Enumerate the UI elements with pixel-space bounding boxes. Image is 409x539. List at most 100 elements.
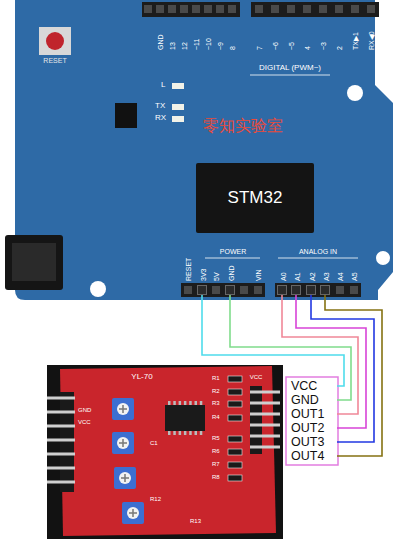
silkscreen-text: R12 xyxy=(150,496,161,502)
silkscreen-text: R2 xyxy=(212,388,220,394)
pin-label: A4 xyxy=(337,272,344,281)
silkscreen-text: R13 xyxy=(190,518,201,524)
pin-label: A1 xyxy=(294,272,301,281)
silkscreen-text: VCC xyxy=(78,419,91,425)
pin-label: ~3 xyxy=(320,42,327,50)
header-pin xyxy=(292,286,300,294)
pin-label: 13 xyxy=(169,42,176,50)
silkscreen-text: R1 xyxy=(212,375,220,381)
pin-label: GND xyxy=(157,34,164,50)
resistor xyxy=(228,389,242,395)
module-pin xyxy=(47,439,75,442)
silkscreen-text: R3 xyxy=(212,400,220,406)
pin-label: ~11 xyxy=(193,39,200,50)
header-pin xyxy=(319,5,327,13)
pin-label: 3V3 xyxy=(200,269,207,281)
small-chip xyxy=(115,103,137,128)
chip-leg xyxy=(173,401,176,405)
wire xyxy=(282,295,358,414)
header-pin xyxy=(156,5,164,13)
header-pin xyxy=(168,5,176,13)
silkscreen-text: VCC xyxy=(250,374,263,380)
header-pin xyxy=(287,5,295,13)
board-outline xyxy=(15,0,393,300)
header-pin xyxy=(321,286,329,294)
header-title: DIGITAL (PWM~) xyxy=(259,64,321,72)
chip-leg xyxy=(168,401,171,405)
header-pin: A0 xyxy=(277,285,287,295)
chip-leg xyxy=(195,401,198,405)
header-pin: GND xyxy=(225,285,235,295)
potentiometer-slot xyxy=(119,439,127,447)
silkscreen-text: R6 xyxy=(212,448,220,454)
pin-label: RESET xyxy=(185,258,192,281)
silkscreen-text: C1 xyxy=(150,440,158,446)
power-jack xyxy=(5,235,63,290)
pin-label: ~6 xyxy=(272,42,279,50)
chip-leg xyxy=(179,431,182,435)
button-label: RESET xyxy=(43,57,66,64)
module-pin xyxy=(250,424,280,427)
module-pin xyxy=(47,397,75,400)
led-label: TX xyxy=(155,102,165,110)
label-box xyxy=(286,377,338,465)
pin-label: RX◀0 xyxy=(368,31,375,50)
chip-leg xyxy=(200,431,203,435)
potentiometer-knob xyxy=(127,507,139,519)
resistors xyxy=(228,376,242,481)
chip-leg xyxy=(184,401,187,405)
header-title: POWER xyxy=(220,248,246,255)
module-pin xyxy=(47,467,75,470)
power-jack-inner xyxy=(12,243,56,281)
chip-label: STM32 xyxy=(228,188,283,208)
resistor xyxy=(228,436,242,442)
signal-label: OUT3 xyxy=(289,435,337,449)
pin-label: 5V xyxy=(213,272,220,281)
potentiometer-knob xyxy=(119,472,131,484)
header-pin xyxy=(240,286,248,294)
module-photo-ground xyxy=(47,365,283,539)
header-pin xyxy=(271,5,279,13)
potentiometers xyxy=(112,398,144,524)
silkscreen-text: R3 xyxy=(212,400,220,406)
module-pin xyxy=(250,446,280,449)
module-pin xyxy=(47,411,75,414)
pin-header xyxy=(142,2,240,17)
silkscreen-text: R12 xyxy=(150,496,161,502)
comparator-chip xyxy=(165,405,205,431)
pin-header xyxy=(251,2,379,17)
pin-label: 7 xyxy=(256,46,263,50)
pin-label: A0 xyxy=(280,272,287,281)
module-pin xyxy=(250,413,280,416)
signal-name: OUT2 xyxy=(289,421,337,435)
signal-name: OUT1 xyxy=(289,407,337,421)
silkscreen-text: R4 xyxy=(212,414,220,420)
led xyxy=(172,83,184,89)
led-label: L xyxy=(161,81,165,89)
chip-leg xyxy=(195,431,198,435)
wire xyxy=(325,295,382,456)
silkscreen-text: R4 xyxy=(212,414,220,420)
resistor xyxy=(228,401,242,407)
module-pin xyxy=(250,402,280,405)
header-title: ANALOG IN xyxy=(299,248,337,255)
header-pin xyxy=(144,5,152,13)
silkscreen-text: C1 xyxy=(150,440,158,446)
pin-label: 4 xyxy=(304,46,311,50)
signal-label: OUT2 xyxy=(289,421,337,435)
silkscreen-text: R1 xyxy=(212,375,220,381)
module-header-pins xyxy=(47,397,75,484)
potentiometer-slot xyxy=(121,474,129,482)
header-pin: A3 xyxy=(320,285,330,295)
pin-label: 12 xyxy=(181,42,188,50)
header-pin xyxy=(350,286,358,294)
potentiometer xyxy=(114,467,136,489)
header-pin xyxy=(228,5,236,13)
signal-name: OUT4 xyxy=(289,449,337,463)
wire xyxy=(202,295,344,386)
led-label: L xyxy=(161,81,165,89)
potentiometer-knob xyxy=(117,403,129,415)
module-pin xyxy=(250,391,280,394)
header-pin xyxy=(278,286,286,294)
silkscreen-text: R6 xyxy=(212,448,220,454)
